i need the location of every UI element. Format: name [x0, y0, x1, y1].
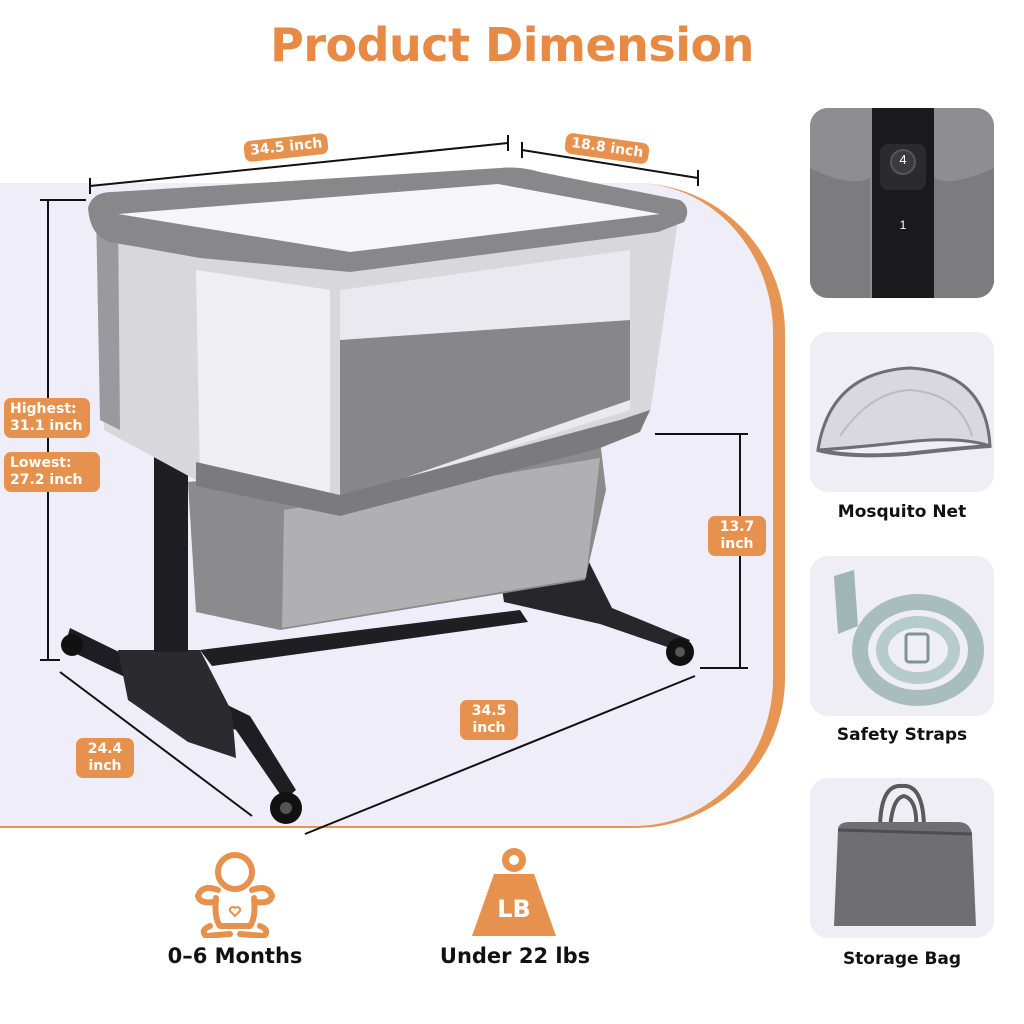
height-adjust-graphic	[810, 108, 994, 298]
weight-caption: Under 22 lbs	[439, 944, 591, 968]
weight-badge: LB	[497, 895, 531, 923]
base-width-unit: inch	[88, 758, 122, 774]
baby-icon	[195, 852, 275, 938]
mosquito-net-caption: Mosquito Net	[837, 502, 967, 522]
highest-value: 31.1 inch	[10, 418, 83, 434]
highest-label: Highest:	[10, 401, 77, 417]
height-adjust-thumbnail: 4 1	[810, 108, 994, 298]
lowest-value: 27.2 inch	[10, 472, 83, 488]
lowest-height-tag: Lowest: 27.2 inch	[4, 452, 100, 492]
storage-bag-caption: Storage Bag	[842, 949, 962, 969]
base-width-value: 24.4	[87, 741, 123, 757]
base-width-tag: 24.4 inch	[76, 738, 134, 778]
base-length-value: 34.5	[471, 703, 507, 719]
leg-height-unit: inch	[720, 536, 754, 552]
leg-height-tag: 13.7 inch	[708, 516, 766, 556]
mosquito-net-icon	[816, 366, 992, 458]
base-length-tag: 34.5 inch	[460, 700, 518, 740]
height-dial-number: 4	[899, 152, 907, 167]
page-title: Product Dimension	[270, 18, 754, 72]
safety-straps-icon	[834, 570, 984, 706]
safety-straps-caption: Safety Straps	[836, 725, 968, 745]
safety-straps-thumbnail	[810, 556, 994, 716]
bassinet-bed	[88, 167, 688, 516]
age-caption: 0–6 Months	[167, 944, 303, 968]
leg-height-value: 13.7	[719, 519, 755, 535]
mosquito-net-thumbnail	[810, 332, 994, 492]
weight-icon	[472, 848, 556, 936]
height-level-number: 1	[899, 218, 907, 232]
highest-height-tag: Highest: 31.1 inch	[4, 398, 90, 438]
storage-bag-thumbnail	[810, 778, 994, 938]
storage-bag-icon	[834, 783, 976, 926]
base-length-unit: inch	[472, 720, 506, 736]
lowest-label: Lowest:	[10, 455, 72, 471]
